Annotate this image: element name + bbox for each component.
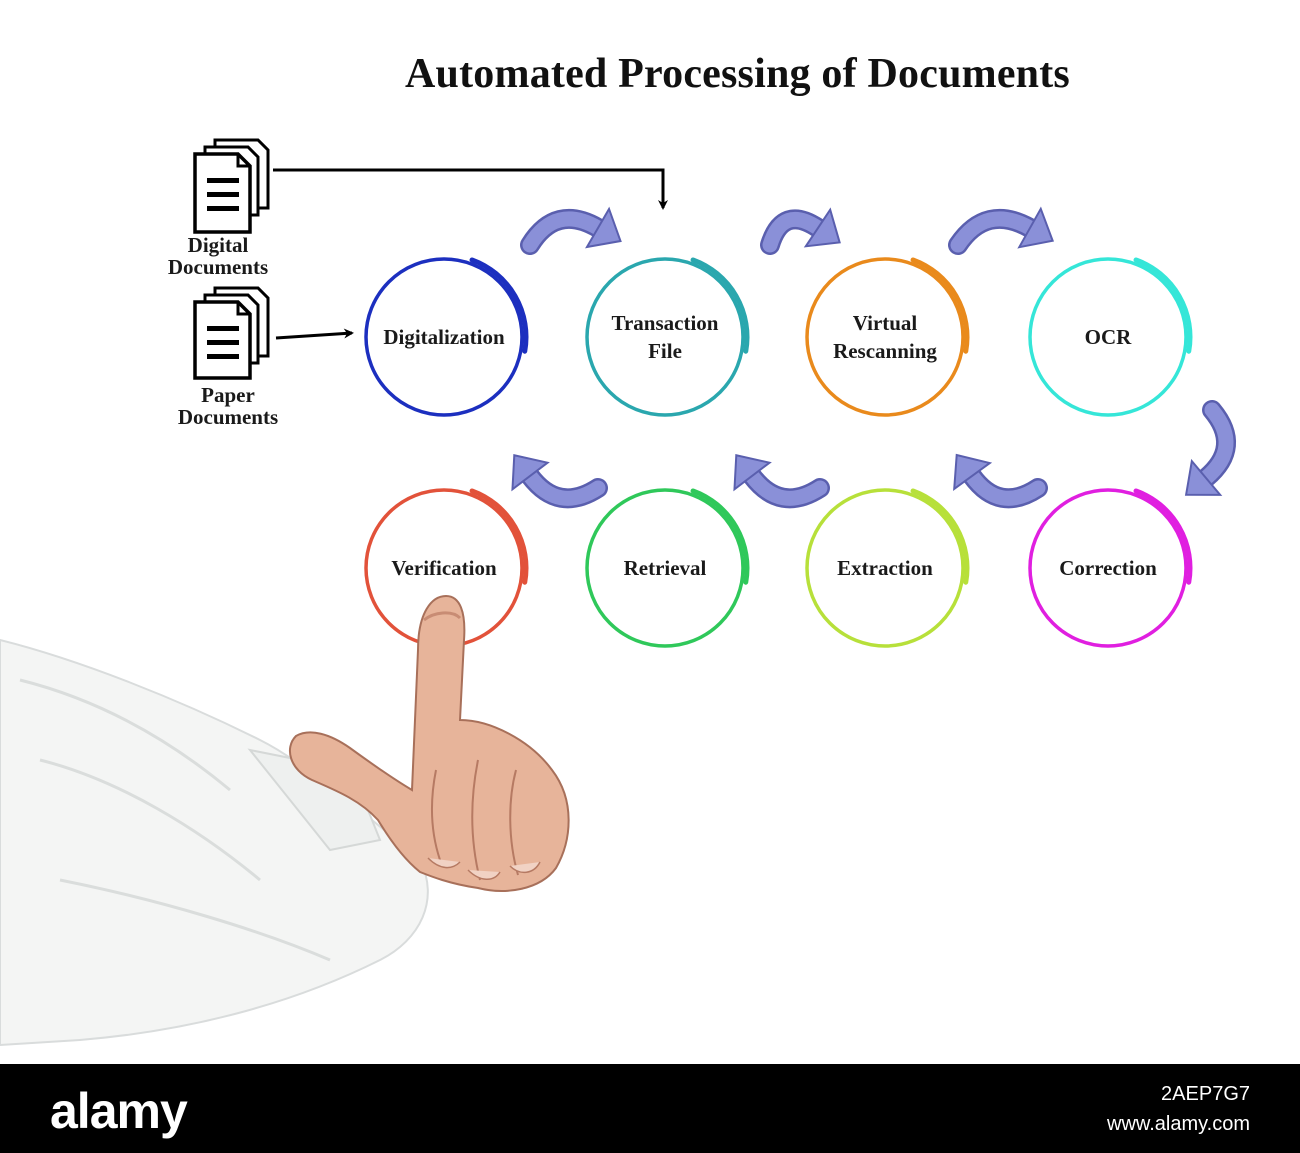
diagram-canvas <box>0 0 1300 1064</box>
digital-to-transaction-connector <box>273 170 663 208</box>
step-label-8: Verification <box>359 554 529 582</box>
paper-to-digitalization-connector <box>276 333 352 338</box>
step-label-2: Transaction File <box>580 309 750 365</box>
watermark-url: www.alamy.com <box>1107 1113 1250 1136</box>
diagram-stage: Automated Processing of Documents <box>0 0 1300 1064</box>
flow-arrow-2-3 <box>770 210 840 247</box>
paper-documents-icon <box>195 288 268 378</box>
step-label-1: Digitalization <box>359 323 529 351</box>
step-label-6: Extraction <box>800 554 970 582</box>
watermark-image-id: 2AEP7G7 <box>1161 1083 1250 1106</box>
watermark-footer <box>0 1064 1300 1153</box>
step-label-4: OCR <box>1023 323 1193 351</box>
pointing-hand-illustration <box>0 596 569 1045</box>
flow-arrow-7-8 <box>512 455 598 498</box>
paper-documents-label: Paper Documents <box>148 384 308 428</box>
step-label-7: Retrieval <box>580 554 750 582</box>
digital-documents-label: Digital Documents <box>138 234 298 278</box>
flow-arrow-3-4 <box>958 209 1053 247</box>
watermark-brand: alamy <box>50 1082 187 1140</box>
step-label-5: Correction <box>1023 554 1193 582</box>
step-label-3: Virtual Rescanning <box>800 309 970 365</box>
digital-documents-icon <box>195 140 268 232</box>
flow-arrow-4-5 <box>1186 410 1226 495</box>
flow-arrow-5-6 <box>954 455 1038 498</box>
flow-arrow-1-2 <box>530 209 620 247</box>
flow-arrow-6-7 <box>734 455 820 498</box>
